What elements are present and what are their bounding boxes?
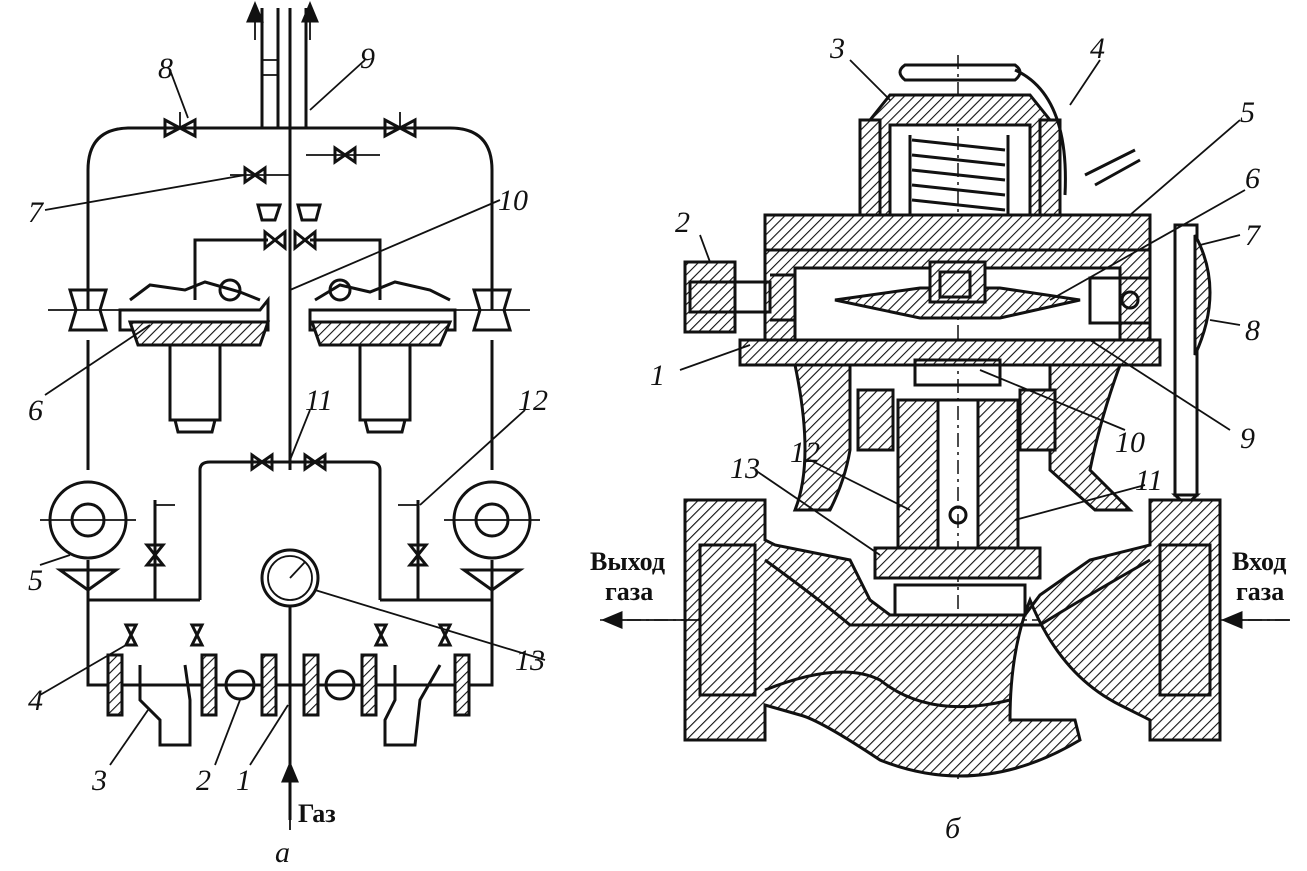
callout-a-7: 7 (28, 196, 45, 229)
callout-a-12: 12 (518, 384, 548, 417)
filter-5-right (444, 480, 540, 592)
callout-a-9: 9 (360, 42, 375, 75)
valve-body (683, 498, 1222, 778)
purge-left (143, 500, 175, 600)
callout-a-11: 11 (305, 384, 333, 417)
callout-b-7: 7 (1245, 219, 1262, 252)
leaders-a (39, 59, 546, 766)
callout-a-6: 6 (28, 394, 43, 427)
callout-b-6: 6 (1245, 162, 1260, 195)
callout-b-11: 11 (1135, 464, 1163, 497)
valve-8-right (383, 112, 417, 139)
regulator-right (308, 238, 457, 434)
inlet-manifold (106, 623, 471, 830)
outlet-pipes (246, 1, 319, 470)
gas-label: Газ (298, 799, 336, 828)
callout-b-3: 3 (829, 32, 845, 65)
inlet-label-line2: газа (1236, 577, 1284, 606)
purge-right-12 (398, 500, 430, 600)
valve-center-upper (256, 203, 322, 252)
caption-a: а (275, 836, 290, 869)
valve-neck (792, 358, 1134, 512)
spring-cap-3 (858, 63, 1062, 217)
callout-b-12: 12 (790, 436, 820, 469)
outlet-label-line1: Выход (590, 547, 665, 576)
callout-b-1: 1 (650, 359, 665, 392)
callout-b-2: 2 (675, 206, 690, 239)
callout-b-4: 4 (1090, 32, 1105, 65)
scheme-a: 8 9 7 10 6 11 12 5 4 13 3 2 1 Газ а (28, 1, 548, 869)
bypass-11 (198, 452, 382, 600)
callout-a-5: 5 (28, 564, 43, 597)
cable-4 (1014, 68, 1067, 196)
valve-8-left (163, 112, 197, 139)
callout-b-8: 8 (1245, 314, 1260, 347)
callout-b-13: 13 (730, 452, 760, 485)
callout-a-8: 8 (158, 52, 173, 85)
regulator-left (118, 238, 271, 434)
inlet-label-line1: Вход (1232, 547, 1286, 576)
fitting-right (450, 288, 530, 332)
spring-upper (908, 135, 1010, 215)
valve-branch-top (306, 145, 380, 165)
callout-a-4: 4 (28, 684, 43, 717)
valve-7 (230, 165, 290, 185)
callout-b-5: 5 (1240, 96, 1255, 129)
scheme-b: 3 4 5 6 2 7 8 1 9 10 12 13 11 Выход газа… (590, 32, 1290, 845)
filter-5-left (40, 480, 136, 592)
callout-a-3: 3 (91, 764, 107, 797)
callout-a-1: 1 (236, 764, 251, 797)
diaphragm-housing (738, 213, 1162, 367)
callout-a-13: 13 (515, 644, 545, 677)
manometer-13 (260, 548, 320, 685)
callout-b-9: 9 (1240, 422, 1255, 455)
callout-a-10: 10 (498, 184, 528, 217)
fitting-left (48, 288, 130, 332)
callout-a-2: 2 (196, 764, 211, 797)
impulse-tube-7-8 (1088, 223, 1212, 508)
leaders-b (679, 59, 1246, 556)
callout-b-10: 10 (1115, 426, 1145, 459)
outlet-label-line2: газа (605, 577, 653, 606)
caption-b: б (945, 812, 961, 845)
spring-12 (873, 398, 1042, 580)
